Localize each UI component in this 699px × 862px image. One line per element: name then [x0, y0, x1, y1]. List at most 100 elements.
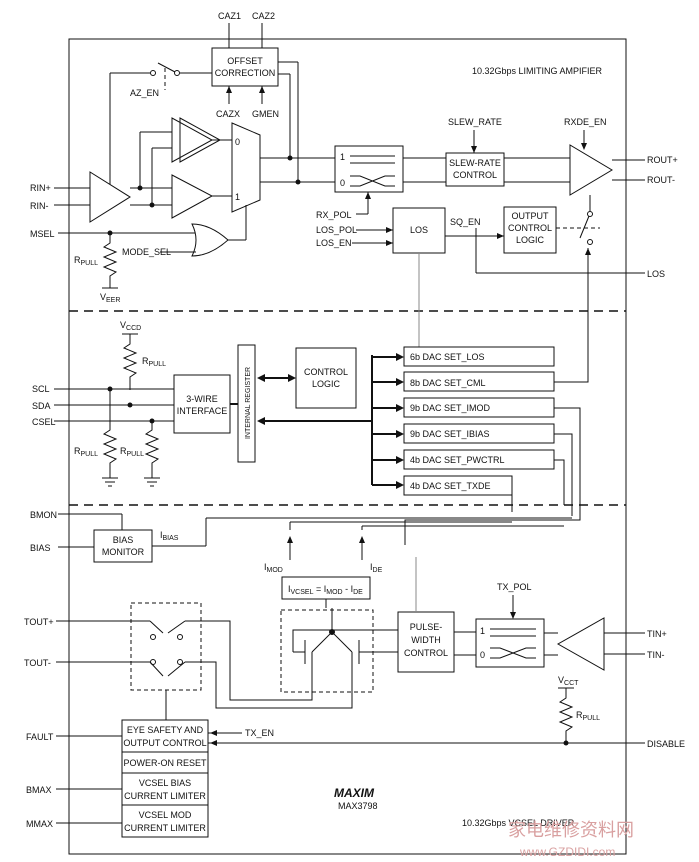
rpull-label-4: RPULL: [120, 446, 144, 458]
offset-correction-block: [211, 47, 279, 87]
mux-label-0: 0: [235, 137, 240, 147]
tx-input-buffer: [556, 617, 605, 671]
slew-rate-block: [445, 152, 505, 187]
ctl-label-1: CONTROL: [304, 367, 348, 377]
control-logic-block: [295, 347, 357, 409]
los-pol-label: LOS_POL: [316, 225, 357, 235]
offset-label-2: CORRECTION: [215, 68, 276, 78]
ide-label: IDE: [370, 562, 383, 574]
pulse-width-control: [397, 611, 455, 673]
rpull-resistor-vcct: [558, 688, 574, 743]
modlim-label-2: CURRENT LIMITER: [124, 823, 206, 833]
pin-tin-plus: TIN+: [647, 629, 667, 639]
diff-pair-box: [280, 609, 374, 693]
por-label: POWER-ON RESET: [123, 758, 207, 768]
dac-list: 6b DAC SET_LOS 8b DAC SET_CML 9b DAC SET…: [403, 346, 555, 496]
mode-or-gate: [191, 223, 229, 257]
part-number: MAX3798: [338, 801, 378, 811]
dac-bus-arrows: [372, 353, 404, 489]
dac-label-cml: 8b DAC SET_CML: [410, 378, 486, 388]
eye-safety-block: [121, 719, 209, 753]
tx-en-label: TX_EN: [245, 728, 274, 738]
modlim-label-1: VCSEL MOD: [139, 810, 192, 820]
tx-pol-label: TX_POL: [497, 582, 532, 592]
pin-bmon: BMON: [30, 510, 57, 520]
dac-label-los: 6b DAC SET_LOS: [410, 352, 485, 362]
amp-title: 10.32Gbps LIMITING AMPIFIER: [472, 66, 603, 76]
internal-register: [237, 344, 256, 463]
output-control-logic: [503, 206, 557, 254]
outctl-label-2: CONTROL: [508, 223, 552, 233]
pin-msel: MSEL: [30, 229, 55, 239]
dac-label-txde: 4b DAC SET_TXDE: [410, 481, 491, 491]
pin-rin-plus: RIN+: [30, 183, 51, 193]
imod-label: IMOD: [264, 562, 283, 574]
pin-bias: BIAS: [30, 543, 51, 553]
internal-register-label: INTERNAL REGISTER: [245, 367, 252, 439]
rx-pol-label: RX_POL: [316, 210, 352, 220]
outctl-label-1: OUTPUT: [512, 211, 550, 221]
pin-bmax: BMAX: [26, 785, 52, 795]
input-mux: [231, 122, 261, 213]
rpull-resistor-veer: [102, 233, 118, 288]
ibias-label: IBIAS: [160, 530, 179, 542]
equalizer-stage: [171, 117, 214, 163]
vccd-label: VCCD: [120, 320, 141, 332]
bias-limiter-block: [121, 772, 209, 806]
pin-tout-plus: TOUT+: [24, 617, 54, 627]
output-driver: [569, 144, 613, 196]
biasmon-label-1: BIAS: [113, 535, 134, 545]
mode-sel-label: MODE_SEL: [122, 247, 171, 257]
wire3-label-2: INTERFACE: [177, 406, 228, 416]
rpull-resistor-vccd: [122, 334, 138, 390]
wire3-label-1: 3-WIRE: [186, 394, 218, 404]
three-wire-interface: [173, 374, 231, 434]
slew-label-2: CONTROL: [453, 170, 497, 180]
veer-label: VEER: [100, 292, 120, 304]
los-block-label: LOS: [410, 225, 428, 235]
caz-x-label: CAZX: [216, 109, 240, 119]
slew-rate-label: SLEW_RATE: [448, 117, 502, 127]
pin-caz2: CAZ2: [252, 11, 275, 21]
rpull-resistor-csel: [144, 421, 160, 478]
eye-label-1: EYE SAFETY AND: [127, 725, 204, 735]
biasmon-label-2: MONITOR: [102, 547, 145, 557]
rpull-label-2: RPULL: [142, 356, 166, 368]
pin-sda: SDA: [32, 401, 51, 411]
pin-csel: CSEL: [32, 417, 56, 427]
dac-label-pwctrl: 4b DAC SET_PWCTRL: [410, 455, 505, 465]
pwc-label-2: WIDTH: [411, 635, 441, 645]
dac-label-ibias: 9b DAC SET_IBIAS: [410, 429, 490, 439]
pin-tin-minus: TIN-: [647, 650, 665, 660]
los-block: [392, 207, 446, 254]
rpull-label-3: RPULL: [74, 446, 98, 458]
pin-caz1: CAZ1: [218, 11, 241, 21]
pin-rin-minus: RIN-: [30, 201, 49, 211]
pin-los: LOS: [647, 269, 665, 279]
dac-label-imod: 9b DAC SET_IMOD: [410, 403, 491, 413]
los-en-label: LOS_EN: [316, 238, 352, 248]
limiting-amplifier: [171, 174, 214, 219]
watermark-url: www.GZDIDI.com: [519, 845, 615, 859]
rx-pol-0: 0: [340, 178, 345, 188]
eye-label-2: OUTPUT CONTROL: [123, 738, 206, 748]
rxde-en-label: RXDE_EN: [564, 117, 607, 127]
pin-fault: FAULT: [26, 732, 54, 742]
pwc-label-1: PULSE-: [410, 622, 443, 632]
input-buffer: [89, 171, 131, 223]
watermark-cn: 家电维修资料网: [508, 820, 634, 841]
mux-label-1: 1: [235, 192, 240, 202]
tx-pol-1: 1: [480, 626, 485, 636]
pin-tout-minus: TOUT-: [24, 658, 51, 668]
rpull-label-1: RPULL: [74, 255, 98, 267]
pin-disable: DISABLE: [647, 739, 685, 749]
ctl-label-2: LOGIC: [312, 379, 341, 389]
az-en-label: AZ_EN: [130, 88, 159, 98]
pin-rout-minus: ROUT-: [647, 175, 675, 185]
driver-title: 10.32Gbps VCSEL DRIVER: [462, 818, 575, 828]
offset-label-1: OFFSET: [227, 56, 263, 66]
vcct-label: VCCT: [558, 675, 579, 687]
ivcsel-equation: IVCSEL = IMOD - IDE: [288, 584, 363, 596]
pin-mmax: MMAX: [26, 819, 53, 829]
